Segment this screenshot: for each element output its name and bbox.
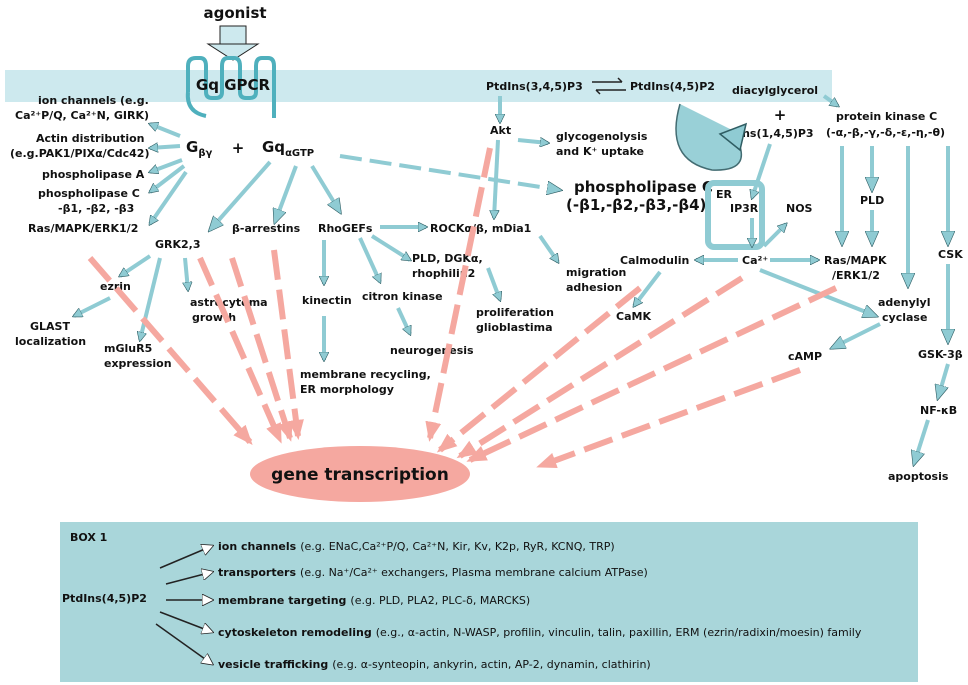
gene-transcription-label: gene transcription	[271, 465, 449, 485]
ca-to-adenylyl-arrow	[759, 268, 876, 316]
ip3-to-ip3r-arrow	[752, 143, 772, 198]
box-item-vesicle: vesicle trafficking(e.g. α-synteopin, an…	[218, 658, 651, 671]
box-item-membrane-targeting: membrane targeting(e.g. PLD, PLA2, PLC-δ…	[218, 594, 530, 607]
box-1-arrows	[155, 546, 212, 664]
calmodulin-to-camk-arrow	[634, 270, 662, 306]
camp-label: cAMP	[788, 350, 822, 363]
ras-mapk-right-label: Ras/MAPK/ERK1/2	[824, 254, 887, 282]
agonist-arrow-shaft	[219, 25, 247, 45]
plus-sign-dag: +	[774, 106, 787, 124]
phospholipase-c-label: phospholipase C-β1, -β2, -β3	[38, 187, 140, 215]
gpcr-icon	[186, 56, 276, 118]
nfkb-label: NF-κB	[920, 404, 957, 417]
beta-arrestins-label: β-arrestins	[232, 222, 301, 235]
plc-hydrolysis-arrow-head	[718, 122, 748, 152]
gbg-label: Gβγ	[186, 138, 212, 159]
akt-to-rock-arrow	[494, 139, 500, 218]
box-1-source: PtdIns(4,5)P2	[62, 592, 147, 605]
agonist-arrow-head	[206, 43, 260, 61]
grk-label: GRK2,3	[155, 238, 201, 251]
csk-label: CSK	[938, 248, 963, 261]
cell-membrane	[5, 70, 832, 102]
calcium-label: Ca²⁺	[742, 254, 768, 267]
phospholipase-c-main-label: phospholipase C(-β1,-β2,-β3,-β4)	[566, 178, 713, 214]
pkc-arrows	[832, 146, 948, 464]
rhogefs-label: RhoGEFs	[318, 222, 373, 235]
pld-dgk-label: PLD, DGKα,rhophilin2	[412, 252, 483, 280]
ras-mapk-left-label: Ras/MAPK/ERK1/2	[28, 222, 138, 235]
phospholipase-a-label: phospholipase A	[42, 168, 145, 181]
gq-alpha-gtp-label: GqαGTP	[262, 138, 314, 159]
gpcr-tail	[185, 91, 207, 118]
grk-arrows	[74, 254, 188, 340]
calmodulin-label: Calmodulin	[620, 254, 689, 267]
ptdins345-label: PtdIns(3,4,5)P3	[486, 80, 583, 93]
gbg-arrows	[150, 124, 188, 224]
camk-label: CaMK	[616, 310, 651, 323]
ezrin-label: ezrin	[100, 280, 131, 293]
kinectin-label: kinectin	[302, 294, 352, 307]
box-1-title: BOX 1	[70, 531, 107, 544]
er-compartment	[705, 180, 765, 250]
ptdins45-label: PtdIns(4,5)P2	[630, 80, 715, 93]
ip3-label: Ins(1,4,5)P3	[738, 127, 814, 140]
plc-hydrolysis-arrow	[675, 103, 743, 171]
box-item-transporters: transporters(e.g. Na⁺/Ca²⁺ exchangers, P…	[218, 566, 648, 579]
ca-to-nos-arrow	[762, 224, 786, 248]
agonist-label: agonist	[203, 4, 266, 22]
transcription-arrows	[87, 147, 838, 469]
er-label: ER	[716, 188, 733, 201]
gq-arrows	[210, 160, 340, 230]
citron-kinase-label: citron kinase	[362, 290, 443, 303]
ion-channels-label: ion channels (e.g.Ca²⁺P/Q, Ca²⁺N, GIRK)	[15, 94, 149, 122]
pkc-label: protein kinase C(-α,-β,-γ,-δ,-ε,-η,-θ)	[826, 110, 945, 139]
neurogenesis-label: neurogenesis	[390, 344, 474, 357]
apoptosis-label: apoptosis	[888, 470, 949, 483]
gq-to-plc-arrow	[339, 154, 560, 190]
rhogef-arrows	[324, 227, 560, 360]
plus-sign: +	[232, 139, 245, 157]
akt-to-glyco-arrow	[517, 140, 548, 143]
diacylglycerol-label: diacylglycerol	[732, 84, 818, 97]
membrane-recycling-label: membrane recycling,ER morphology	[300, 368, 431, 396]
pld-right-label: PLD	[860, 194, 884, 207]
gene-transcription-node	[250, 446, 470, 502]
interconversion-arrows	[592, 77, 626, 95]
gq-gpcr-label: Gq GPCR	[196, 76, 271, 94]
dag-to-pkc-arrow	[822, 94, 838, 108]
rock-label: ROCKα/β, mDia1	[430, 222, 531, 235]
nos-label: NOS	[786, 202, 813, 215]
ip3r-label: IP3R	[730, 202, 759, 215]
box-item-cytoskeleton: cytoskeleton remodeling(e.g., α-actin, N…	[218, 626, 862, 639]
akt-label: Akt	[490, 124, 511, 137]
box-item-ion-channels: ion channels(e.g. ENaC,Ca²⁺P/Q, Ca²⁺N, K…	[218, 540, 615, 553]
gsk3b-label: GSK-3β	[918, 348, 963, 361]
actin-distribution-label: Actin distribution(e.g.PAK1/PIXα/Cdc42)	[10, 132, 150, 160]
